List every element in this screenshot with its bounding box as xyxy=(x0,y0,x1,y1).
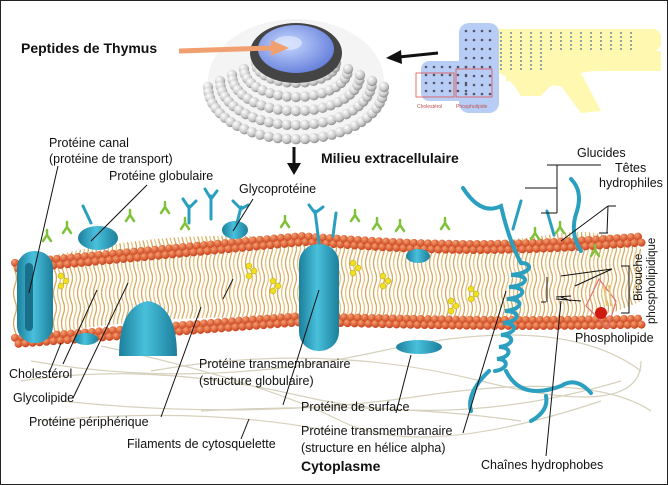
transmembrane-helix-label: Protéine transmembranaire xyxy=(301,424,452,439)
transmembrane-globular-label: Protéine transmembranaire xyxy=(199,357,350,372)
glycans xyxy=(83,189,554,243)
hydrophobic-chains-label: Chaînes hydrophobes xyxy=(481,458,603,473)
cholesterol-label: Cholestérol xyxy=(9,367,72,382)
glycoprotein-label: Glycoprotéine xyxy=(239,182,316,197)
glycoprotein xyxy=(222,221,248,239)
peptides-thymus-label: Peptides de Thymus xyxy=(21,41,157,56)
surface-protein xyxy=(396,340,442,354)
inset-caption-left: Cholestérol xyxy=(417,101,442,113)
channel-protein-sublabel: (protéine de transport) xyxy=(49,152,173,167)
inset-caption-right: Phospholipide xyxy=(456,101,487,113)
extracellular-medium-label: Milieu extracellulaire xyxy=(321,151,459,166)
transmembrane-helix-sublabel: (structure en hélice alpha) xyxy=(301,441,446,456)
bilayer-sublabel: phospholipidique xyxy=(646,238,659,324)
cytoskeleton-label: Filaments de cytosquelette xyxy=(127,437,276,452)
heads-label: Têtes xyxy=(615,161,646,176)
molecule-inset xyxy=(416,23,661,113)
heads-sublabel: hydrophiles xyxy=(599,176,663,191)
glucides-label: Glucides xyxy=(577,146,626,161)
cytoplasm-label: Cytoplasme xyxy=(301,459,380,474)
peripheral-protein-label: Protéine périphérique xyxy=(29,415,149,430)
phospholipid-label: Phospholipide xyxy=(575,331,654,346)
bilayer-label: Bicouche xyxy=(633,254,646,301)
transmembrane-globular-sublabel: (structure globulaire) xyxy=(199,374,314,389)
surface-protein-label: Protéine de surface xyxy=(301,400,409,415)
liposome-illustration xyxy=(203,19,389,144)
down-arrow xyxy=(287,147,301,175)
channel-protein-label: Protéine canal xyxy=(49,136,129,151)
glycolipid-label: Glycolipide xyxy=(13,391,74,406)
globular-protein-label: Protéine globulaire xyxy=(109,169,213,184)
globular-protein xyxy=(78,226,118,250)
